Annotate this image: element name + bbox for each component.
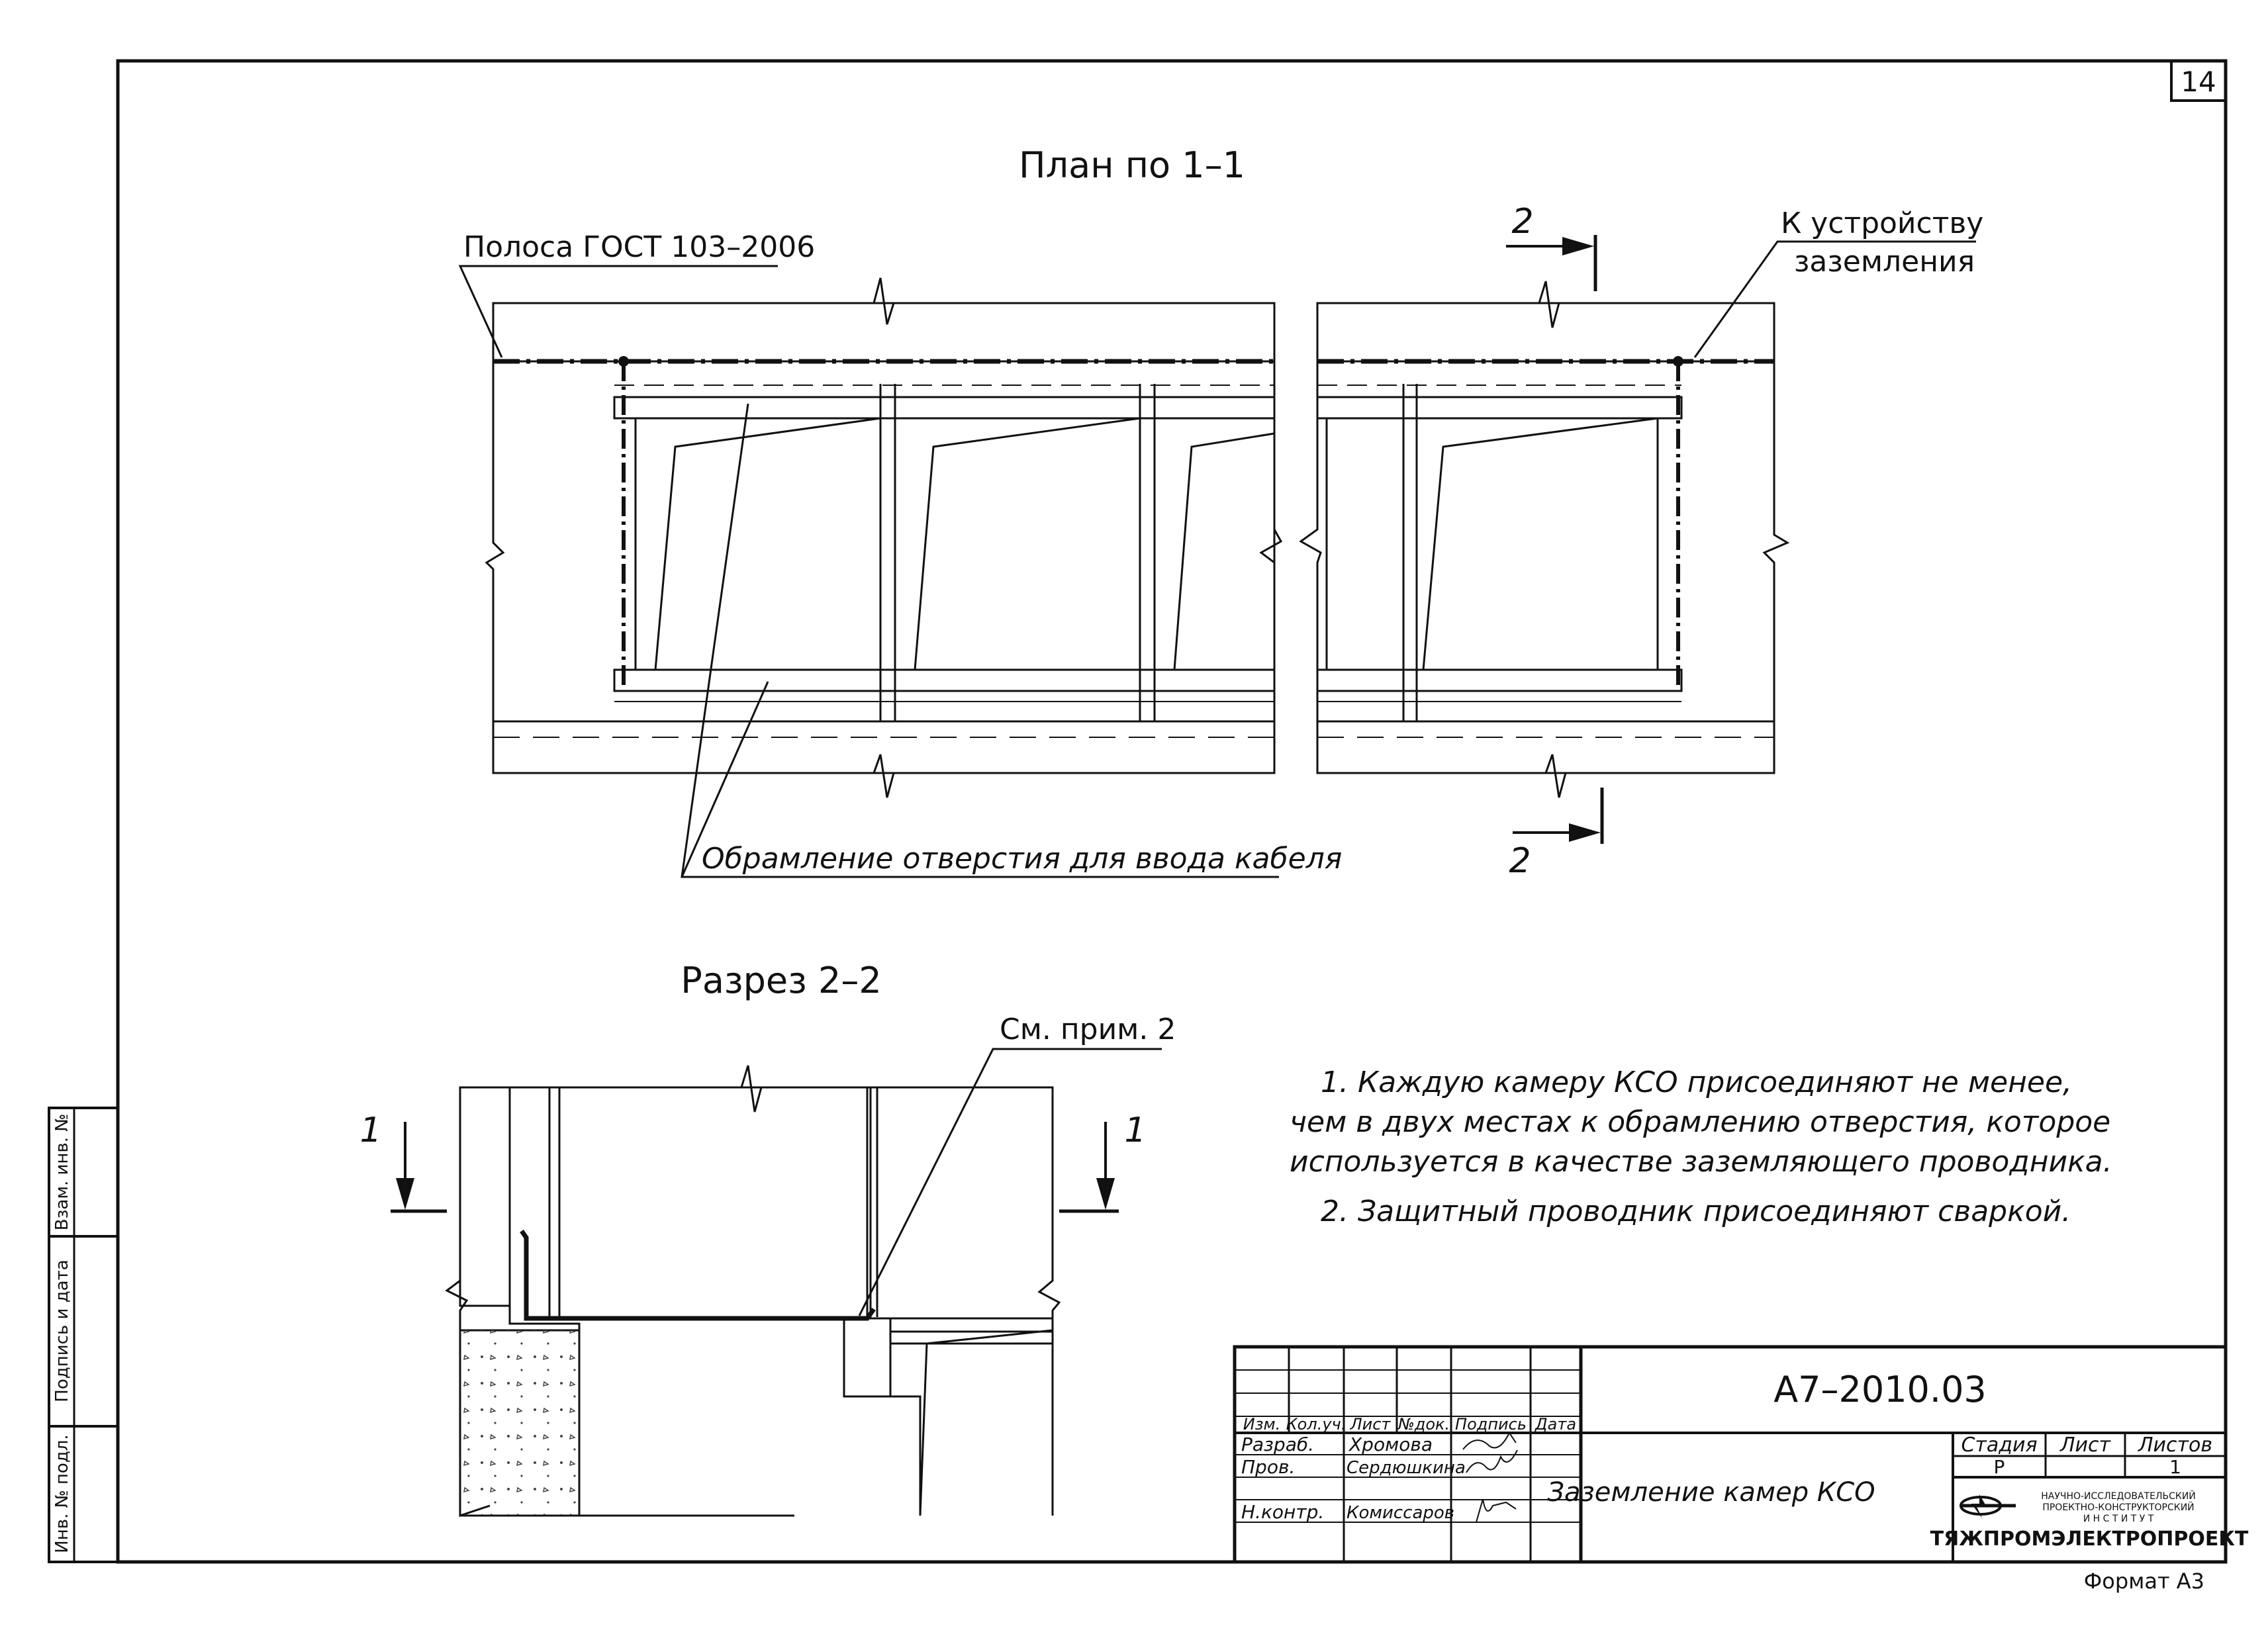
role-normcontrol: Н.контр. [1241,1501,1324,1523]
cut-mark-left: 1 [359,1111,381,1150]
stamp-signature-date: Подпись и дата [52,1259,72,1402]
signature-developer [1462,1432,1517,1450]
note-2: 2. Защитный проводник присоединяют сварк… [1321,1195,2071,1228]
hdr-date: Дата [1535,1415,1576,1434]
label-grounding-2: заземления [1794,245,1975,279]
stage-header: Стадия [1961,1434,2037,1457]
hdr-list: Лист [1350,1415,1392,1434]
label-frame: Обрамление отверстия для ввода кабеля [702,842,1342,876]
person-normcontrol: Комиссаров [1347,1503,1454,1523]
doc-name: Заземление камер КСО [1547,1477,1875,1508]
role-developer: Разраб. [1241,1434,1314,1455]
hdr-sign: Подпись [1455,1415,1527,1434]
notes: 1. Каждую камеру КСО присоединяют не мен… [1290,1066,2112,1228]
label-grounding-1: К устройству [1781,206,1983,240]
org-line-3: И Н С Т И Т У Т [2083,1514,2154,1524]
org-name: ТЯЖПРОМЭЛЕКТРОПРОЕКТ [1930,1528,2249,1551]
note-1-line-3: используется в качестве заземляющего про… [1290,1145,2112,1179]
sheet-format: Формат А3 [2084,1569,2204,1594]
label-note-ref: См. прим. 2 [1000,1013,1176,1046]
sheet-header: Лист [2059,1434,2112,1457]
org-logo-icon [1960,1494,2016,1519]
sheet-frame [116,59,2228,1564]
side-stamp: Взам. инв. № Подпись и дата Инв. № подл. [48,1107,119,1563]
person-developer: Хромова [1348,1434,1433,1455]
signature-checker [1466,1449,1518,1473]
section-view: 1 1 [359,1065,1147,1518]
plan-view: 2 2 [485,202,1790,881]
sheet-number-box [2170,60,2227,102]
sheets-header: Листов [2138,1434,2212,1457]
hdr-doc: №док. [1397,1415,1450,1434]
section-mark-top: 2 [1511,202,1533,242]
stamp-replace-inv: Взам. инв. № [52,1114,72,1231]
sheet-number: 14 [2181,66,2216,98]
doc-code: А7–2010.03 [1773,1369,1987,1410]
org-line-2: ПРОЕКТНО-КОНСТРУКТОРСКИЙ [2042,1501,2194,1513]
org-line-1: НАУЧНО-ИССЛЕДОВАТЕЛЬСКИЙ [2041,1490,2196,1502]
role-checker: Пров. [1241,1456,1295,1478]
section-title: Разрез 2–2 [681,960,881,1001]
person-checker: Сердюшкина [1347,1458,1466,1478]
signature-normcontrol [1476,1498,1517,1523]
section-mark-bottom: 2 [1509,841,1531,881]
stage-value: Р [1994,1456,2005,1478]
hdr-kol: Кол.уч. [1286,1415,1347,1434]
title-block: Изм. Кол.уч. Лист №док. Подпись Дата Раз… [1233,1345,2249,1564]
plan-title: План по 1–1 [1019,144,1245,186]
label-strip: Полоса ГОСТ 103–2006 [463,230,815,264]
note-1-line-1: 1. Каждую камеру КСО присоединяют не мен… [1321,1066,2072,1099]
hdr-izm: Изм. [1243,1415,1280,1434]
stamp-inv-orig: Инв. № подл. [52,1434,72,1553]
sheets-total: 1 [2169,1456,2181,1478]
cut-mark-right: 1 [1124,1111,1146,1150]
note-1-line-2: чем в двух местах к обрамлению отверстия… [1290,1105,2110,1139]
